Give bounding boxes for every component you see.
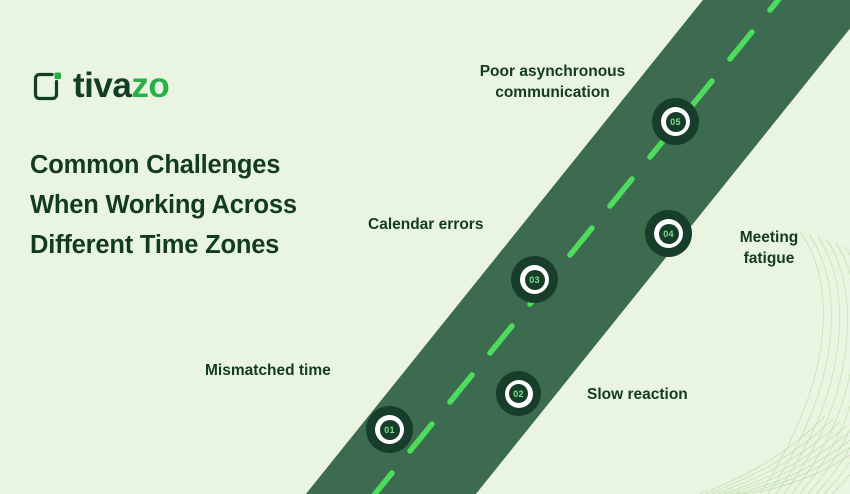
milestone-label-03: Calendar errors <box>368 216 484 233</box>
milestone-core: 04 <box>658 223 679 244</box>
page-title: Common Challenges When Working Across Di… <box>30 145 360 265</box>
milestone-core: 02 <box>509 384 528 403</box>
bracket-square-icon <box>33 72 61 100</box>
milestone-marker-05[interactable]: 05 <box>652 98 699 145</box>
milestone-ring: 02 <box>504 379 533 408</box>
brand-word-green: zo <box>131 66 170 105</box>
brand-wordmark: tivazo <box>73 66 170 105</box>
milestone-core: 05 <box>665 111 686 132</box>
milestone-label-05: Poor asynchronous communication <box>479 63 626 101</box>
milestone-core: 03 <box>524 269 545 290</box>
brand-word-dark: tiva <box>73 66 132 105</box>
milestone-marker-03[interactable]: 03 <box>511 256 558 303</box>
headline-line-2: When Working Across <box>30 191 297 220</box>
milestone-ring: 01 <box>375 415 404 444</box>
milestone-ring: 03 <box>520 265 549 294</box>
brand-logo: tivazo <box>30 66 170 105</box>
headline-line-1: Common Challenges <box>30 151 281 180</box>
milestone-ring: 04 <box>654 219 683 248</box>
milestone-label-04: Meeting fatigue <box>739 229 799 267</box>
milestone-core: 01 <box>379 419 400 440</box>
headline-line-3: Different Time Zones <box>30 231 280 260</box>
wave-decoration <box>699 231 850 494</box>
milestone-label-01: Mismatched time <box>205 362 331 379</box>
milestone-marker-02[interactable]: 02 <box>496 371 541 416</box>
milestone-marker-01[interactable]: 01 <box>366 406 413 453</box>
milestone-marker-04[interactable]: 04 <box>645 210 692 257</box>
milestone-label-02: Slow reaction <box>587 386 688 403</box>
milestone-ring: 05 <box>661 107 690 136</box>
